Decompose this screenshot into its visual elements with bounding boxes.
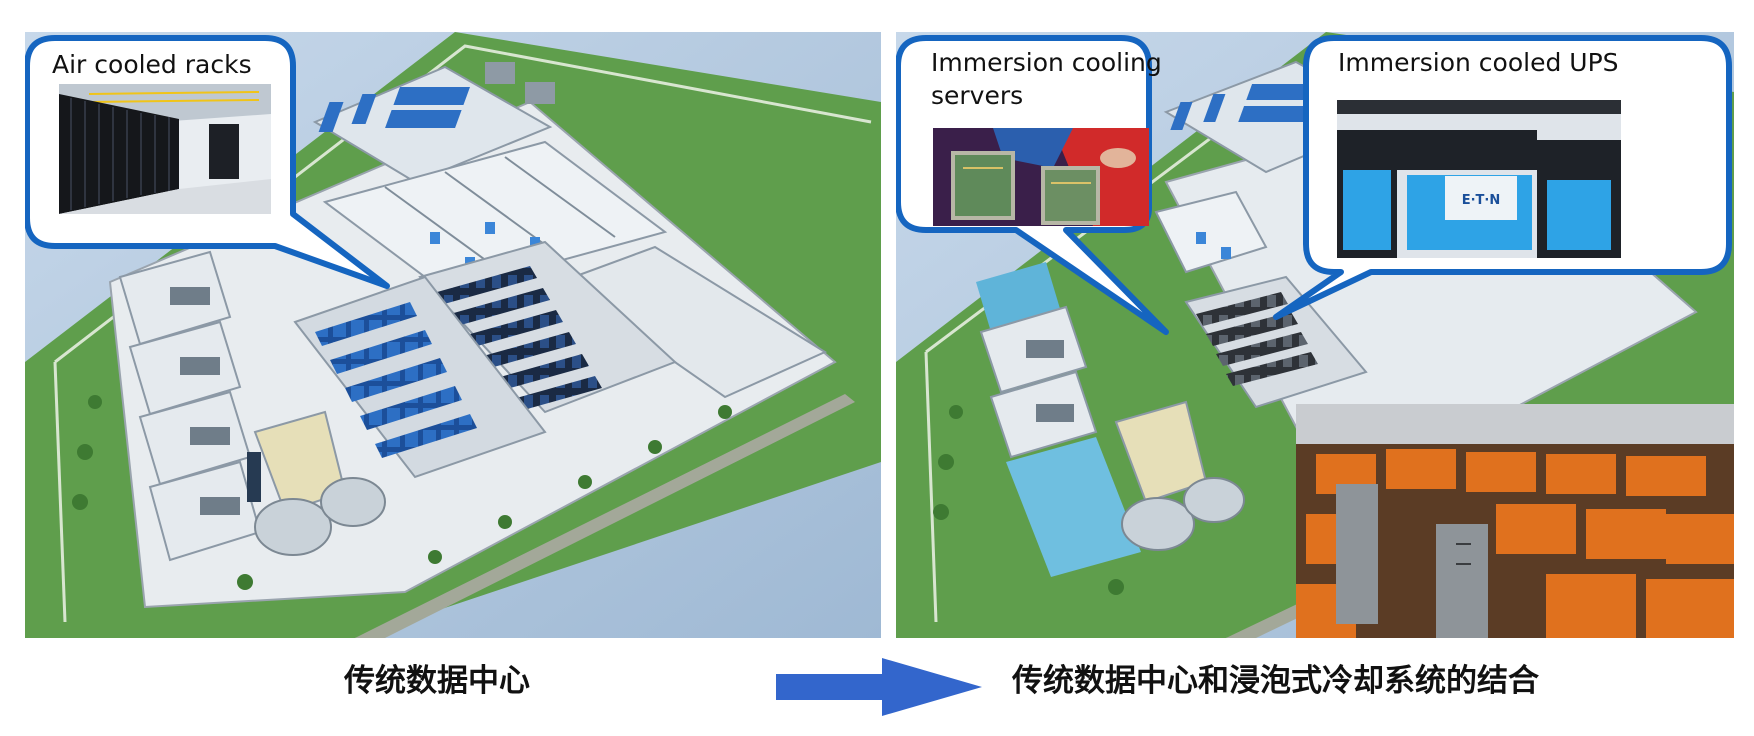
traditional-datacenter-caption: 传统数据中心 bbox=[344, 663, 530, 699]
immersion-ups-label: Immersion cooled UPS bbox=[1338, 48, 1619, 77]
air-cooled-racks-label: Air cooled racks bbox=[52, 50, 252, 79]
immersion-servers-label: Immersion cooling servers bbox=[931, 48, 1162, 110]
eaton-logo: E·T·N bbox=[1462, 193, 1501, 208]
immersion-ups-photo: E·T·N bbox=[1337, 100, 1621, 258]
air-cooled-racks-photo bbox=[59, 84, 271, 214]
traditional-datacenter-panel: Air cooled racks bbox=[25, 32, 881, 638]
combined-datacenter-caption: 传统数据中心和浸泡式冷却系统的结合 bbox=[1012, 663, 1539, 699]
combined-datacenter-panel: Immersion cooling servers Immersion cool… bbox=[896, 32, 1734, 638]
transition-arrow-icon bbox=[776, 658, 982, 716]
ups-battery-photo bbox=[1296, 404, 1734, 638]
immersion-servers-photo bbox=[933, 128, 1149, 226]
